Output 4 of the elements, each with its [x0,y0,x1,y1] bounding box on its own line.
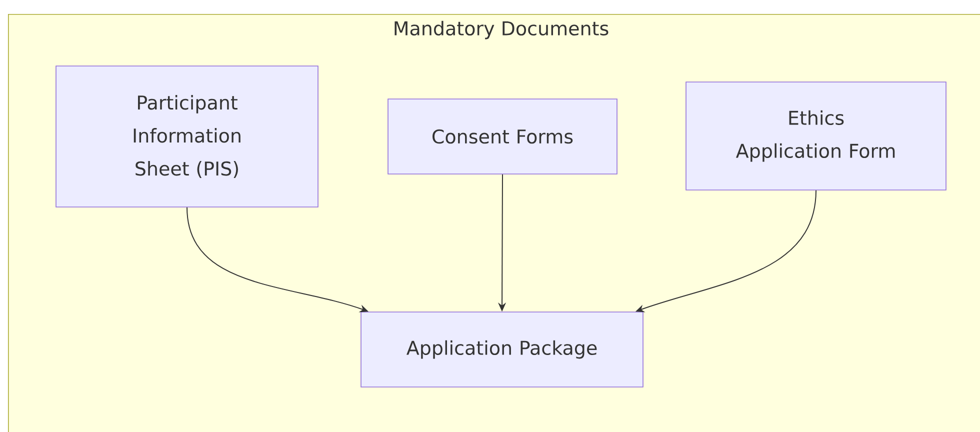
process-box: Application Package [360,312,644,388]
process-box: Ethics Application Form [686,82,946,190]
process-box: Participant Information Sheet (PIS) [56,66,318,208]
process-box: Consent Forms [388,98,618,174]
